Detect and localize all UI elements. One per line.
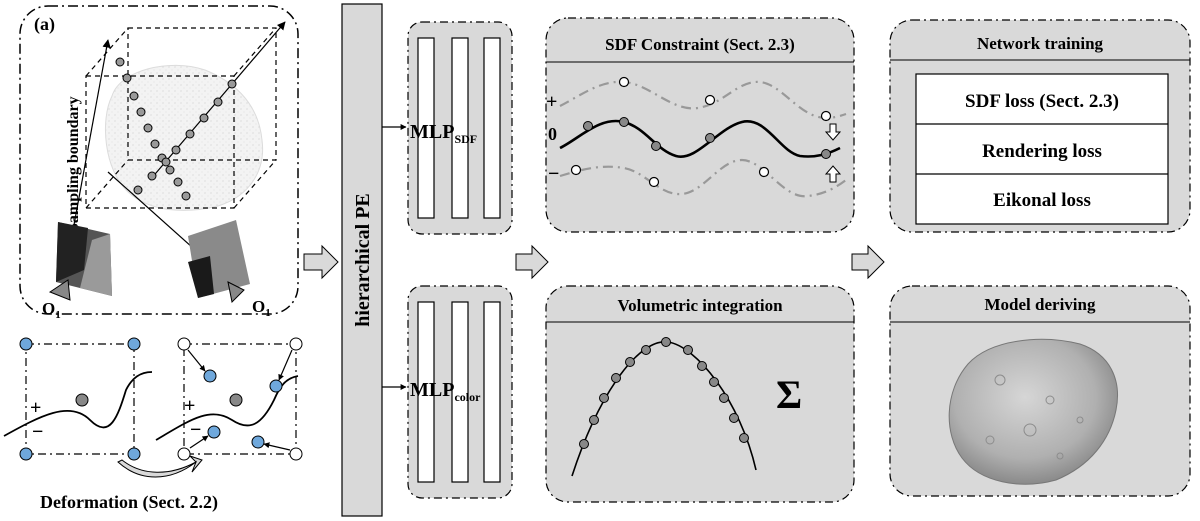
- loss-rendering: Rendering loss: [982, 141, 1102, 162]
- sdf-sample-off: [618, 76, 630, 88]
- sdf-plus: +: [546, 91, 557, 113]
- sdf-zero-level: [559, 119, 841, 158]
- camera-cone-right: [227, 281, 245, 304]
- grid-node-deformed: [203, 369, 217, 383]
- loss-eikonal: Eikonal loss: [993, 190, 1091, 211]
- pe-block: hierarchical PE: [341, 3, 383, 517]
- volume-sample: [579, 439, 589, 449]
- mlp-color-label: MLPcolor: [410, 379, 481, 404]
- volume-sample: [729, 413, 739, 423]
- image-plane-right: [188, 220, 250, 298]
- model-deriving-title: Model deriving: [985, 295, 1096, 314]
- volume-sample: [599, 393, 609, 403]
- mlp-sdf-block: MLPSDF: [407, 21, 513, 235]
- sdf-sample-off: [820, 110, 832, 122]
- image-plane-left: [56, 222, 112, 296]
- volume-sample: [589, 415, 599, 425]
- volume-sample: [683, 345, 693, 355]
- origin-left-label: O1: [42, 299, 61, 321]
- deformation-minus-left: −: [32, 421, 43, 443]
- sdf-constraint-title: SDF Constraint (Sect. 2.3): [605, 35, 795, 54]
- loss-sdf: SDF loss (Sect. 2.3): [965, 91, 1119, 112]
- network-training-title: Network training: [977, 34, 1104, 53]
- sdf-sample: [705, 133, 715, 143]
- volume-sample: [697, 361, 707, 371]
- camera-cone-left: [48, 279, 71, 301]
- volumetric-title: Volumetric integration: [617, 296, 783, 315]
- deformation-curved-arrow: [117, 455, 203, 478]
- volume-sample: [641, 345, 651, 355]
- sdf-sample-off: [648, 176, 660, 188]
- volumetric-panel: Volumetric integration Σ: [545, 285, 855, 503]
- panel-a-label: (a): [34, 14, 55, 35]
- model-deriving-panel: Model deriving: [889, 285, 1191, 497]
- grid-node: [19, 447, 33, 461]
- grid-node-original: [177, 447, 191, 461]
- flow-arrow-3: [851, 244, 885, 280]
- volume-sample: [625, 357, 635, 367]
- grid-node-deformed: [251, 435, 265, 449]
- pe-label: hierarchical PE: [352, 193, 374, 327]
- sdf-minus: −: [548, 163, 559, 185]
- ray-samples: [115, 57, 237, 201]
- deformation-curve-left: [3, 371, 153, 437]
- mlp-sdf-label: MLPSDF: [410, 121, 477, 146]
- mlp-color-block: MLPcolor: [407, 285, 513, 499]
- sigma-symbol: Σ: [776, 372, 802, 417]
- grid-node-deformed: [269, 379, 283, 393]
- down-hollow-arrow: [824, 123, 842, 141]
- deformation-plus-right: +: [184, 395, 195, 417]
- volume-sample: [739, 433, 749, 443]
- origin-right-label: O1: [252, 297, 271, 319]
- sdf-sample: [583, 121, 593, 131]
- grid-node-center: [229, 393, 243, 407]
- grid-node: [127, 447, 141, 461]
- grid-node-deformed: [207, 425, 221, 439]
- sdf-sample-off: [704, 94, 716, 106]
- volume-sample: [611, 373, 621, 383]
- volume-sample: [719, 393, 729, 403]
- sdf-sample-off: [570, 164, 582, 176]
- grid-node-original: [289, 447, 303, 461]
- sdf-zero: 0: [548, 124, 557, 144]
- grid-node: [127, 337, 141, 351]
- grid-node: [19, 337, 33, 351]
- sdf-constraint-panel: SDF Constraint (Sect. 2.3) + 0 −: [545, 17, 855, 233]
- grid-node-center: [75, 393, 89, 407]
- panel-a: (a): [19, 5, 299, 321]
- volume-sample: [709, 377, 719, 387]
- deformation-caption: Deformation (Sect. 2.2): [40, 492, 218, 513]
- network-training-panel: Network training SDF loss (Sect. 2.3) Re…: [889, 19, 1191, 233]
- grid-node-original: [177, 337, 191, 351]
- flow-arrow-1: [303, 244, 339, 280]
- sdf-sample: [619, 117, 629, 127]
- sampling-boundary-label: Sampling boundary: [65, 96, 82, 232]
- deformation-minus-right: −: [190, 419, 201, 441]
- deformation-plus-left: +: [30, 397, 41, 419]
- grid-node-original: [289, 337, 303, 351]
- sdf-sample: [651, 141, 661, 151]
- deformation-curve-right: [155, 375, 299, 441]
- up-hollow-arrow: [824, 165, 842, 183]
- sdf-sample: [821, 149, 831, 159]
- sampling-cube: [85, 27, 277, 209]
- volume-sample: [661, 337, 671, 347]
- sdf-sample-off: [758, 166, 770, 178]
- flow-arrow-2: [515, 244, 549, 280]
- deformation-panel: + − + − Deformati: [3, 337, 303, 513]
- asteroid-model: [948, 338, 1118, 485]
